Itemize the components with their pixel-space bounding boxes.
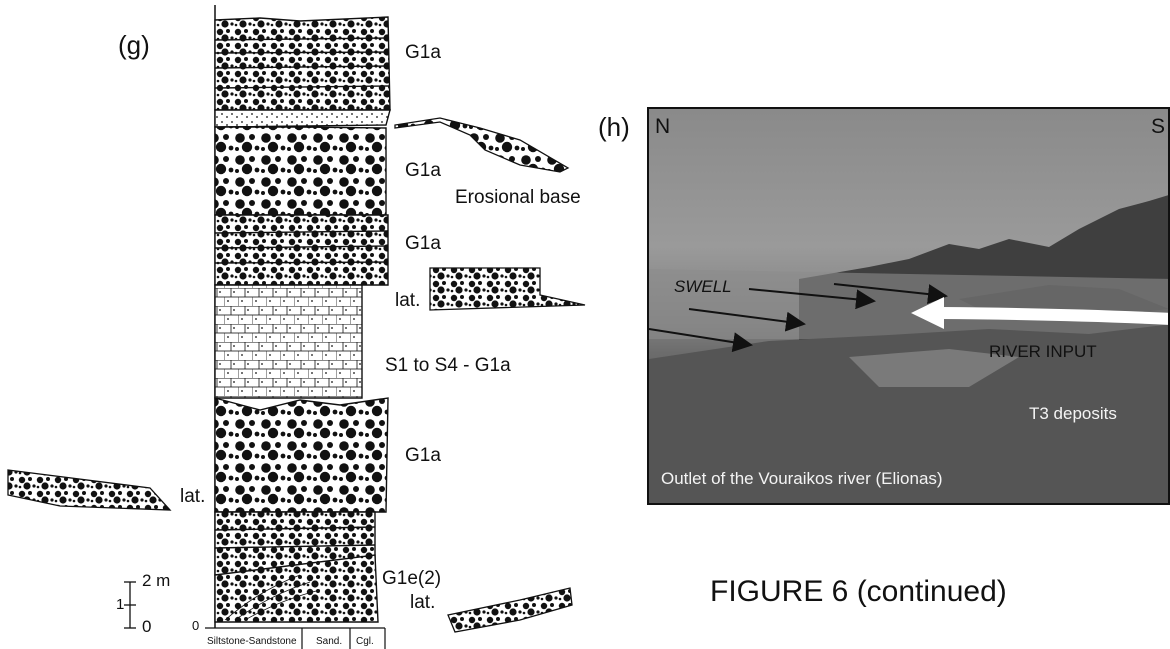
scale-bottom-label: 0 [142,617,152,636]
bed-cobble-lower [214,397,389,513]
erosional-lens [394,117,570,173]
lat-lens-upper [429,267,586,311]
lateral-label-2: lat. [180,486,206,507]
south-label: S [1151,115,1166,138]
bed-conglomerate-2 [214,109,391,128]
lat-lens-left [7,469,172,511]
river-input-label: RIVER INPUT [989,342,1097,361]
lat-lens-lower [447,587,573,633]
photo-overlay [649,195,1168,503]
panel-h-label: (h) [598,112,630,142]
scale-bar [124,581,136,629]
bed-g1e [214,554,379,623]
bed-top-conglomerate [214,16,391,111]
facies-label-4: S1 to S4 - G1a [385,355,511,376]
grain-sand: Sand. [316,636,343,647]
facies-label-6: G1e(2) [382,568,442,589]
figure-caption: FIGURE 6 (continued) [710,575,1007,608]
log-beds [214,16,391,623]
bed-s1-s4 [214,284,363,399]
grain-cgl: Cgl. [356,636,374,647]
vouraikos-outlet-photo: N S SWELL RIVER INPUT T3 deposits Outlet… [647,107,1170,505]
facies-label-2: G1a [405,160,441,181]
bed-erosional [214,126,387,216]
scale-top-label: 2 m [142,571,171,590]
facies-label-3: G1a [405,233,441,254]
axis-zero-label: 0 [192,618,200,633]
north-label: N [655,115,671,138]
panel-g-label: (g) [118,30,150,60]
t3-deposits-label: T3 deposits [1029,404,1117,423]
bed-conglomerate-3 [214,214,389,286]
lateral-wedges [7,117,586,633]
facies-label-1: G1a [405,42,441,63]
photo-caption: Outlet of the Vouraikos river (Elionas) [661,469,943,488]
swell-label: SWELL [674,277,732,296]
lateral-label-1: lat. [395,290,421,311]
facies-label-5: G1a [405,445,441,466]
lateral-label-3: lat. [410,592,436,613]
grain-siltstone-sandstone: Siltstone-Sandstone [207,636,297,647]
erosional-base-label: Erosional base [455,187,581,208]
scale-mid-label: 1 [116,596,125,613]
